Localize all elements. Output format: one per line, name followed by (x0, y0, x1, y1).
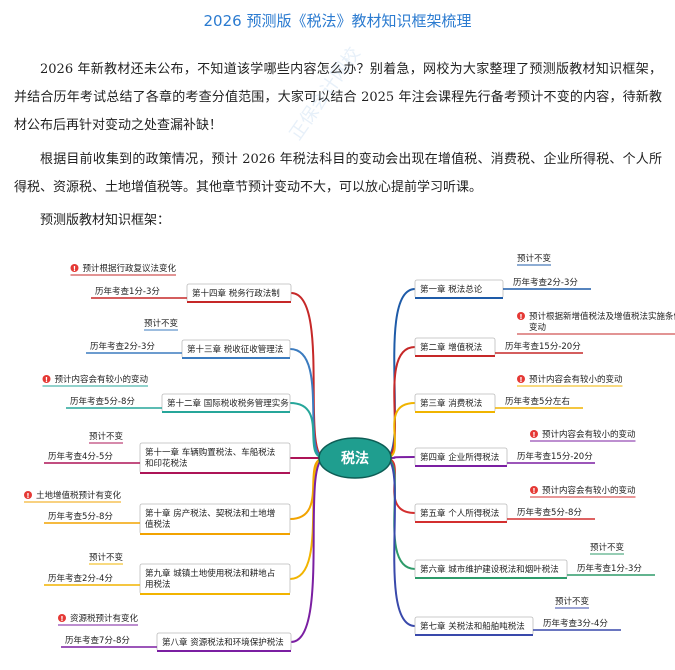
score-range: 历年考查4分-5分 (48, 451, 113, 462)
svg-text:预计内容会有较小的变动: 预计内容会有较小的变动 (55, 374, 149, 385)
svg-text:预计不变: 预计不变 (555, 596, 590, 607)
branch-line (290, 292, 326, 459)
svg-text:第四章 企业所得税法: 第四章 企业所得税法 (420, 452, 499, 463)
branch-line (289, 402, 326, 459)
score-range: 历年考查5分左右 (505, 396, 570, 407)
score-range: 历年考查15分-20分 (517, 451, 593, 462)
tax-law-mindmap: 第一章 税法总论历年考查2分-3分预计不变第二章 增值税法历年考查15分-20分… (24, 253, 675, 652)
svg-text:第三章 消费税法: 第三章 消费税法 (420, 398, 482, 409)
svg-text:第八章 资源税法和环境保护税法: 第八章 资源税法和环境保护税法 (162, 637, 284, 648)
chapter-node-left-7[interactable]: 第八章 资源税法和环境保护税法 历年考查7分-8分! 资源税预计有变化 (58, 613, 292, 652)
warning-icon (24, 491, 32, 499)
svg-text:第十二章 国际税收税务管理实务: 第十二章 国际税收税务管理实务 (167, 398, 289, 409)
warning-icon (530, 486, 538, 494)
svg-text:第十章 房产税法、契税法和土地增值税法: 第十章 房产税法、契税法和土地增值税法 (145, 508, 275, 530)
page-title: 2026 预测版《税法》教材知识框架梳理 (203, 12, 472, 30)
svg-text:第七章 关税法和船舶吨税法: 第七章 关税法和船舶吨税法 (420, 621, 525, 632)
center-node[interactable]: 税法 (318, 437, 392, 479)
chapter-node-right-1[interactable]: 第一章 税法总论 历年考查2分-3分 预计不变 (414, 253, 591, 299)
svg-text:资源税预计有变化: 资源税预计有变化 (70, 613, 139, 624)
svg-text:预计不变: 预计不变 (517, 253, 552, 264)
branch-line (289, 457, 326, 520)
warning-icon (42, 375, 51, 383)
warning-icon (517, 375, 525, 383)
score-range: 历年考查5分-8分 (517, 507, 582, 518)
chapter-node-right-4[interactable]: 第四章 企业所得税法 历年考查15分-20分! 预计内容会有较小的变动 (414, 429, 636, 467)
chapter-node-left-4[interactable]: 第十一章 车辆购置税法、车船税法和印花税法 历年考查4分-5分 预计不变 (44, 431, 291, 474)
chapter-node-left-1[interactable]: 第十四章 税务行政法制 历年考查1分-3分! 预计根据行政复议法变化 (70, 263, 292, 303)
svg-text:!: ! (73, 265, 76, 273)
chapter-node-left-3[interactable]: 第十二章 国际税收税务管理实务 历年考查5分-8分! 预计内容会有较小的变动 (42, 374, 291, 413)
warning-icon (530, 430, 538, 438)
svg-text:预计根据新增值税法及增值税法实施条例变动: 预计根据新增值税法及增值税法实施条例变动 (529, 311, 675, 333)
chapter-node-left-5[interactable]: 第十章 房产税法、契税法和土地增值税法 历年考查5分-8分! 土地增值税预计有变化 (24, 490, 291, 535)
svg-text:第五章 个人所得税法: 第五章 个人所得税法 (420, 508, 499, 519)
score-range: 历年考查7分-8分 (65, 635, 130, 646)
score-range: 历年考查2分-4分 (48, 573, 113, 584)
warning-icon (58, 614, 66, 622)
warning-icon (517, 312, 525, 320)
score-range: 历年考查2分-3分 (513, 277, 578, 288)
svg-text:预计内容会有较小的变动: 预计内容会有较小的变动 (529, 374, 623, 385)
svg-text:第二章 增值税法: 第二章 增值税法 (420, 342, 482, 353)
score-range: 历年考查5分-8分 (70, 396, 135, 407)
svg-text:!: ! (26, 492, 29, 500)
branch-line (384, 346, 416, 459)
chapter-node-right-5[interactable]: 第五章 个人所得税法 历年考查5分-8分! 预计内容会有较小的变动 (414, 485, 636, 523)
warning-icon (70, 264, 79, 272)
svg-text:第六章 城市维护建设税法和烟叶税法: 第六章 城市维护建设税法和烟叶税法 (420, 564, 559, 575)
branch-line (384, 457, 416, 627)
svg-text:预计不变: 预计不变 (89, 431, 124, 442)
chapter-node-right-3[interactable]: 第三章 消费税法 历年考查5分左右! 预计内容会有较小的变动 (414, 374, 623, 413)
branch-line (384, 288, 416, 459)
svg-text:!: ! (532, 431, 535, 439)
chapter-node-left-2[interactable]: 第十三章 税收征收管理法 历年考查2分-3分 预计不变 (86, 318, 291, 359)
framework-label: 预测版教材知识框架： (40, 213, 171, 228)
branch-line (384, 402, 416, 459)
svg-text:第十一章 车辆购置税法、车船税法和印花税法: 第十一章 车辆购置税法、车船税法和印花税法 (145, 447, 275, 469)
svg-text:预计不变: 预计不变 (590, 542, 625, 553)
svg-text:第九章 城镇土地使用税法和耕地占用税法: 第九章 城镇土地使用税法和耕地占用税法 (145, 568, 275, 590)
score-range: 历年考查5分-8分 (48, 511, 113, 522)
branch-line (384, 457, 416, 514)
svg-text:!: ! (519, 376, 522, 384)
intro-paragraph: 2026 年新教材还未公布，不知道该学哪些内容怎么办？别着急，网校为大家整理了预… (14, 62, 662, 133)
score-range: 历年考查2分-3分 (90, 341, 155, 352)
score-range: 历年考查1分-3分 (95, 286, 160, 297)
branch-line (290, 457, 326, 643)
svg-text:!: ! (45, 376, 48, 384)
score-range: 历年考查3分-4分 (543, 618, 608, 629)
svg-text:预计根据行政复议法变化: 预计根据行政复议法变化 (83, 263, 177, 274)
svg-text:土地增值税预计有变化: 土地增值税预计有变化 (36, 490, 122, 501)
score-range: 历年考查15分-20分 (505, 341, 581, 352)
svg-text:!: ! (60, 615, 63, 623)
svg-text:预计不变: 预计不变 (144, 318, 179, 329)
svg-text:第一章 税法总论: 第一章 税法总论 (420, 284, 483, 295)
policy-paragraph: 根据目前收集到的政策情况，预计 2026 年税法科目的变动会出现在增值税、消费税… (14, 152, 662, 195)
score-range: 历年考查1分-3分 (577, 563, 642, 574)
chapter-node-right-2[interactable]: 第二章 增值税法 历年考查15分-20分! 预计根据新增值税法及增值税法实施条例变动 (414, 311, 675, 357)
center-label: 税法 (341, 450, 369, 467)
svg-text:第十四章 税务行政法制: 第十四章 税务行政法制 (192, 288, 280, 299)
svg-text:第十三章 税收征收管理法: 第十三章 税收征收管理法 (187, 344, 283, 355)
svg-text:!: ! (519, 313, 522, 321)
chapter-node-left-6[interactable]: 第九章 城镇土地使用税法和耕地占用税法 历年考查2分-4分 预计不变 (44, 552, 291, 595)
svg-text:预计内容会有较小的变动: 预计内容会有较小的变动 (542, 485, 636, 496)
svg-text:预计不变: 预计不变 (89, 552, 124, 563)
svg-text:!: ! (532, 487, 535, 495)
branch-line (289, 348, 326, 459)
svg-text:预计内容会有较小的变动: 预计内容会有较小的变动 (542, 429, 636, 440)
